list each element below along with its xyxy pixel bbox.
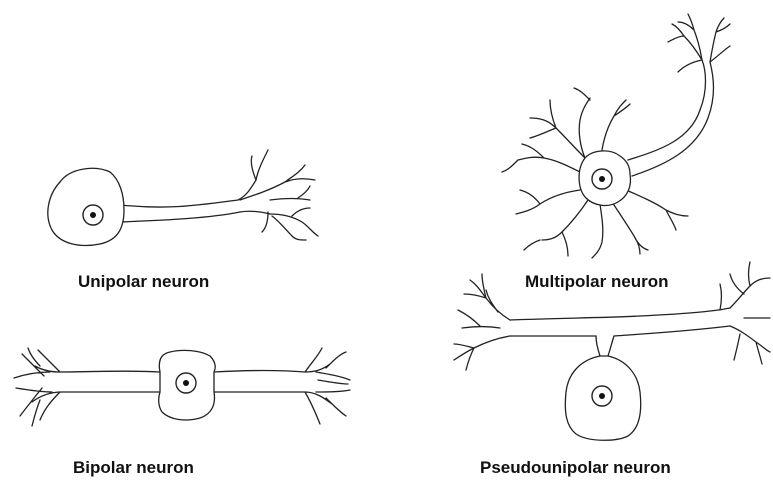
multipolar-axon-terminals [668, 14, 730, 72]
unipolar-cell-body [48, 168, 124, 245]
unipolar-axon [120, 180, 270, 222]
bipolar-left-process [14, 348, 160, 426]
multipolar-axon [628, 60, 714, 176]
unipolar-terminal-branches [240, 150, 318, 240]
unipolar-nucleolus [90, 212, 96, 218]
pseudounipolar-left-branches [454, 274, 510, 370]
multipolar-neuron [502, 14, 730, 258]
pseudounipolar-right-branches [720, 262, 770, 364]
pseudounipolar-label: Pseudounipolar neuron [480, 458, 671, 478]
pseudounipolar-horizontal-axon [510, 308, 730, 336]
pseudounipolar-stem [596, 336, 614, 356]
pseudounipolar-nucleolus [599, 393, 605, 399]
unipolar-neuron [48, 150, 318, 245]
bipolar-right-process [214, 348, 350, 424]
bipolar-nucleolus [183, 380, 189, 386]
multipolar-label: Multipolar neuron [525, 272, 669, 292]
multipolar-nucleolus [599, 176, 605, 182]
bipolar-label: Bipolar neuron [73, 458, 194, 478]
unipolar-label: Unipolar neuron [78, 272, 209, 292]
bipolar-neuron [14, 348, 350, 426]
